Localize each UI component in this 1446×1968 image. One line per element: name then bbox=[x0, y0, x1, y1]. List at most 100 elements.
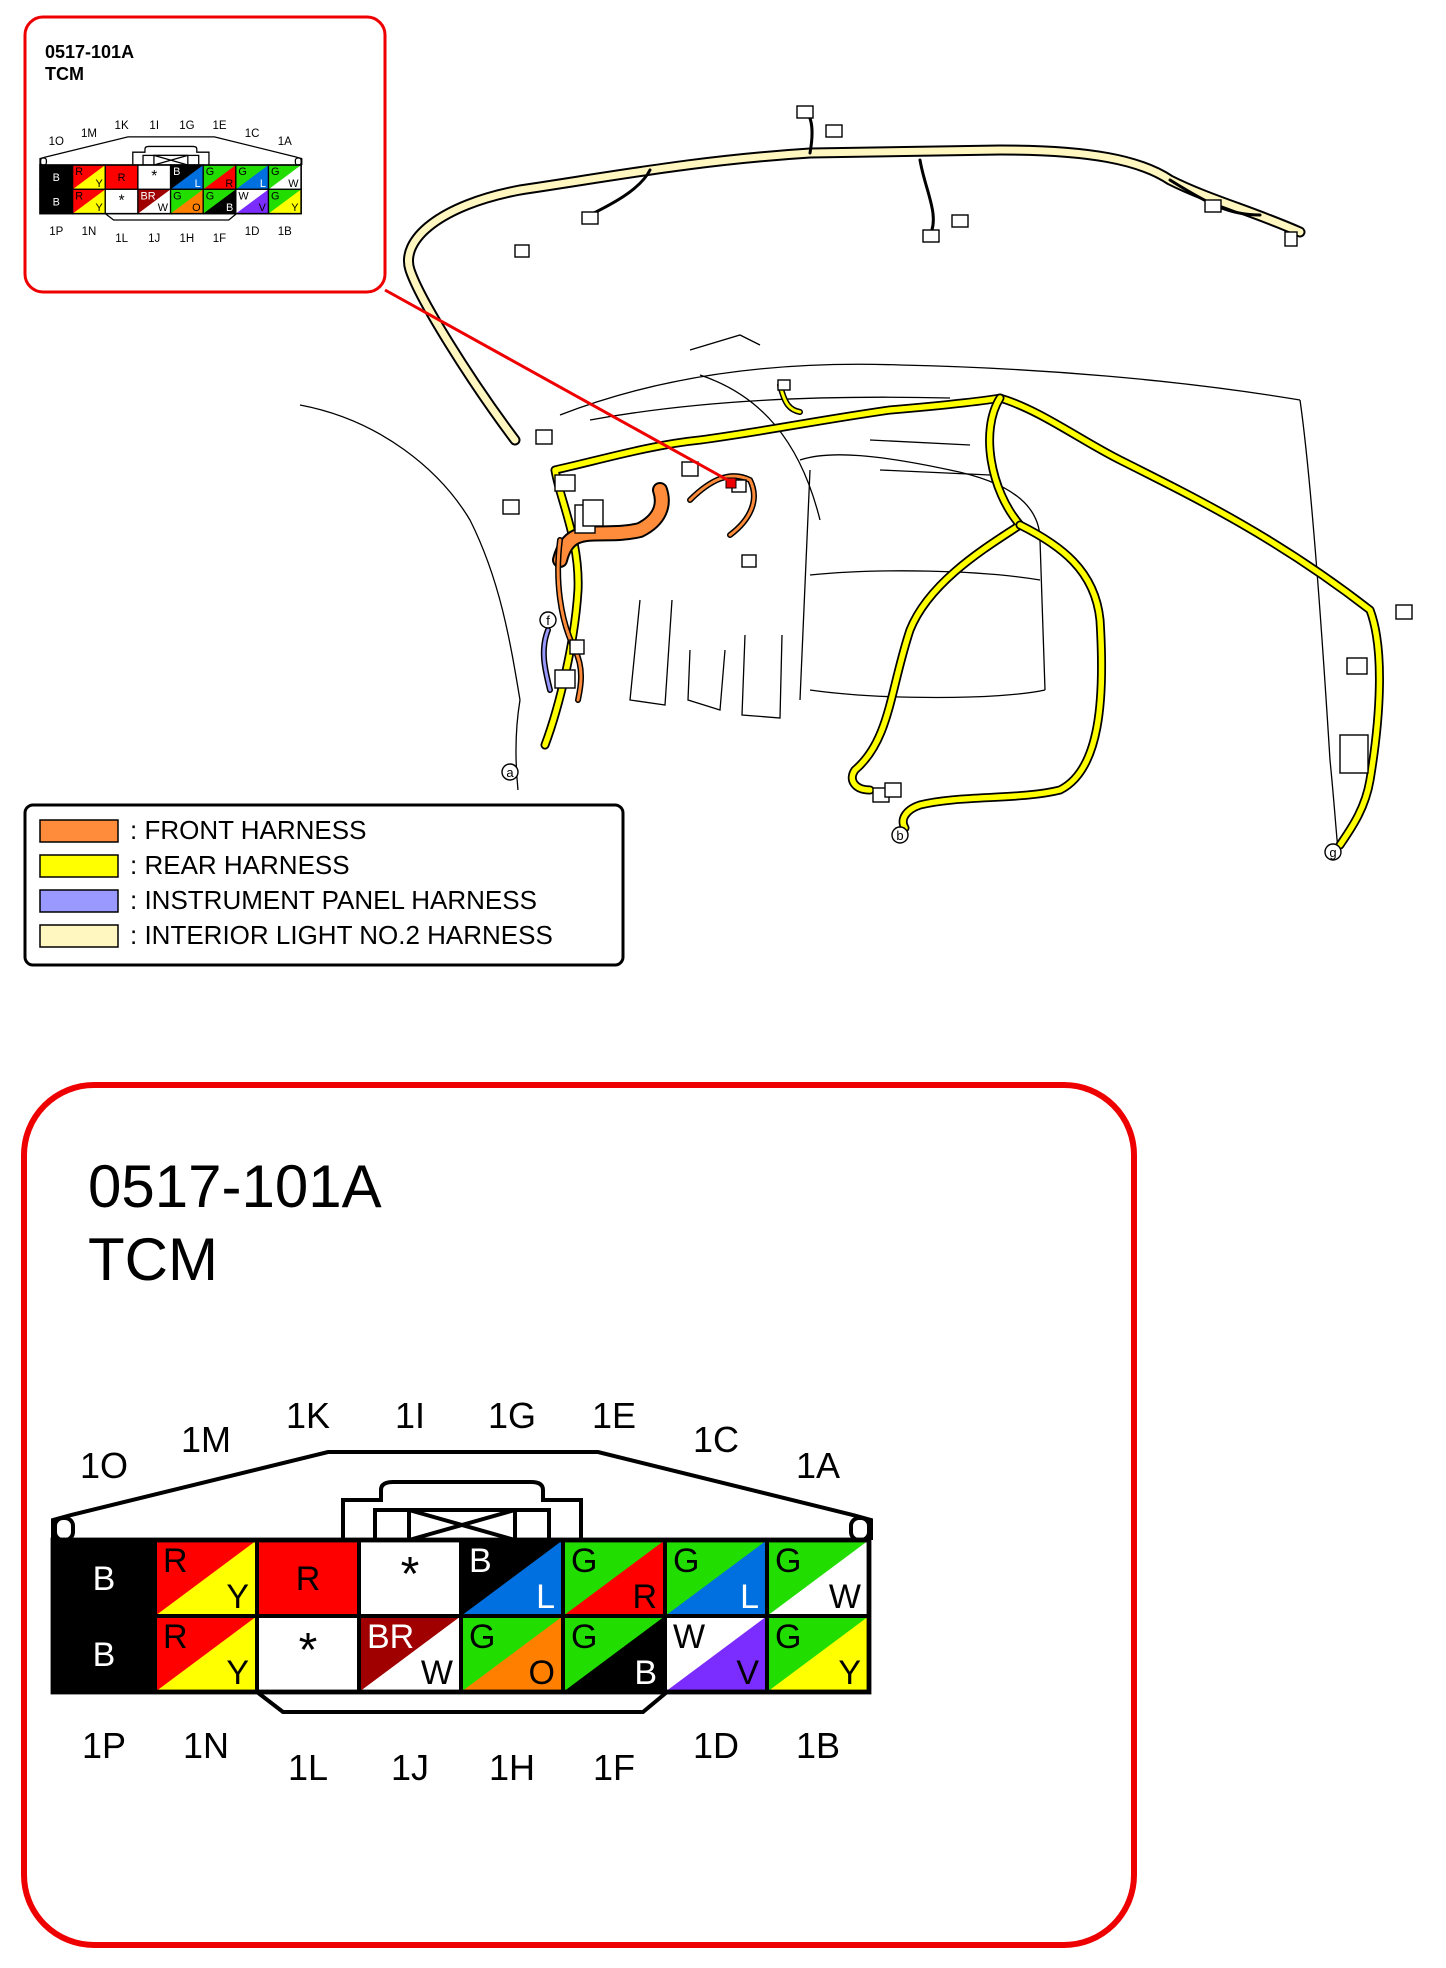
pin-1m: RY bbox=[71, 164, 106, 190]
pin-1a: GW bbox=[267, 164, 302, 190]
pin-label-bottom: 1P bbox=[49, 226, 63, 238]
legend-item-rear-harness: : REAR HARNESS bbox=[39, 850, 350, 880]
pin-wire-stripe: L bbox=[195, 178, 201, 190]
pin-wire-color: R bbox=[75, 191, 83, 203]
pin-label-top: 1E bbox=[592, 1395, 636, 1436]
callout-connector-name: TCM bbox=[45, 64, 84, 84]
pin-label-top: 1M bbox=[81, 128, 97, 140]
pin-1a: GW bbox=[765, 1538, 871, 1618]
detail-connector-code: 0517-101A bbox=[88, 1153, 382, 1220]
pin-wire-color: B bbox=[93, 1560, 116, 1598]
callout-leader-line bbox=[384, 288, 734, 485]
pin-label-top: 1G bbox=[488, 1395, 536, 1436]
pin-label-top: 1C bbox=[693, 1419, 739, 1460]
pin-wire-stripe: V bbox=[736, 1654, 759, 1692]
legend-label: : INTERIOR LIGHT NO.2 HARNESS bbox=[130, 920, 553, 950]
pin-1i: * bbox=[357, 1538, 463, 1618]
legend-frame bbox=[23, 803, 625, 967]
pin-wire-stripe: Y bbox=[838, 1654, 861, 1692]
ground-point-g: g bbox=[1324, 843, 1342, 861]
legend-swatch bbox=[39, 889, 119, 913]
pin-wire-stripe: Y bbox=[226, 1578, 249, 1616]
ground-point-f: f bbox=[539, 611, 557, 629]
pin-wire-stripe: W bbox=[288, 178, 299, 190]
pin-wire-stripe: L bbox=[260, 178, 266, 190]
pin-label-bottom: 1P bbox=[82, 1725, 126, 1766]
connector-pin-grid bbox=[50, 1537, 872, 1695]
legend-label: : INSTRUMENT PANEL HARNESS bbox=[130, 885, 537, 915]
pin-label-bottom: 1H bbox=[180, 233, 195, 245]
pin-1g: BL bbox=[169, 164, 204, 190]
pin-wire-stripe: Y bbox=[291, 202, 299, 214]
pin-1f: GB bbox=[561, 1614, 667, 1694]
pin-label-bottom: 1L bbox=[115, 233, 128, 245]
pin-1p: B bbox=[39, 188, 74, 215]
interior-light-harness-route bbox=[403, 108, 1306, 446]
pin-label-top: 1O bbox=[80, 1445, 128, 1486]
instrument-panel-harness-route bbox=[540, 627, 553, 693]
pin-wire-stripe: W bbox=[158, 202, 169, 214]
pin-wire-stripe: Y bbox=[226, 1654, 249, 1692]
pin-wire-color: G bbox=[173, 191, 181, 203]
pin-1h: GO bbox=[169, 188, 204, 215]
pin-1g: BL bbox=[459, 1538, 565, 1618]
pin-label-top: 1A bbox=[796, 1445, 840, 1486]
pin-wire-color: * bbox=[151, 168, 157, 185]
connector-housing-bottom bbox=[104, 213, 237, 221]
legend-swatch bbox=[39, 854, 119, 878]
pin-wire-stripe: L bbox=[740, 1578, 759, 1616]
harness-connectors bbox=[502, 105, 1413, 803]
connector-latch-cross bbox=[153, 154, 189, 166]
ground-point-a: a bbox=[501, 763, 519, 781]
connector-post-left bbox=[53, 1516, 75, 1542]
pin-1m: RY bbox=[153, 1538, 259, 1618]
pin-1h: GO bbox=[459, 1614, 565, 1694]
pin-wire-color: B bbox=[173, 166, 180, 178]
pin-label-top: 1K bbox=[115, 120, 129, 132]
pin-wire-stripe: O bbox=[192, 202, 200, 214]
pin-wire-color: G bbox=[271, 166, 279, 178]
pin-label-top: 1M bbox=[181, 1419, 231, 1460]
pin-wire-color: G bbox=[571, 1542, 597, 1580]
vehicle-body-line-art bbox=[299, 334, 1339, 851]
pin-wire-color: R bbox=[163, 1618, 188, 1656]
pin-1l: * bbox=[255, 1614, 361, 1694]
pin-wire-stripe: R bbox=[632, 1578, 657, 1616]
pin-wire-color: G bbox=[238, 166, 246, 178]
pin-wire-color: W bbox=[238, 191, 249, 203]
pin-1n: RY bbox=[153, 1614, 259, 1694]
pin-1j: BRW bbox=[357, 1614, 463, 1694]
pin-label-bottom: 1J bbox=[148, 233, 160, 245]
legend-swatch bbox=[39, 924, 119, 948]
pin-wire-color: B bbox=[53, 196, 60, 208]
pin-wire-color: * bbox=[299, 1624, 318, 1677]
pin-1e: GR bbox=[202, 164, 237, 190]
pin-wire-color: G bbox=[469, 1618, 495, 1656]
pin-wire-color: B bbox=[93, 1636, 116, 1674]
ground-point-b: b bbox=[891, 826, 909, 844]
pin-wire-stripe: Y bbox=[95, 202, 103, 214]
pin-label-bottom: 1D bbox=[245, 226, 260, 238]
pin-label-top: 1O bbox=[49, 136, 64, 148]
pin-1f: GB bbox=[202, 188, 237, 215]
pin-1k: R bbox=[255, 1538, 361, 1618]
pin-wire-color: G bbox=[673, 1542, 699, 1580]
pin-wire-color: G bbox=[775, 1618, 801, 1656]
pin-wire-stripe: B bbox=[634, 1654, 657, 1692]
pin-wire-color: R bbox=[296, 1560, 321, 1598]
pin-wire-stripe: Y bbox=[95, 178, 103, 190]
pin-label-top: 1I bbox=[395, 1395, 425, 1436]
pin-label-bottom: 1F bbox=[213, 233, 226, 245]
pin-1e: GR bbox=[561, 1538, 667, 1618]
svg-text:g: g bbox=[1329, 845, 1336, 860]
legend-item-instrument-panel-harness: : INSTRUMENT PANEL HARNESS bbox=[39, 885, 537, 915]
pin-wire-color: G bbox=[775, 1542, 801, 1580]
pin-wire-color: B bbox=[469, 1542, 492, 1580]
detail-connector-name: TCM bbox=[88, 1226, 218, 1293]
pin-label-bottom: 1H bbox=[489, 1747, 535, 1788]
pin-1l: * bbox=[104, 188, 139, 215]
pin-wire-stripe: B bbox=[226, 202, 233, 214]
pin-wire-stripe: R bbox=[225, 178, 233, 190]
